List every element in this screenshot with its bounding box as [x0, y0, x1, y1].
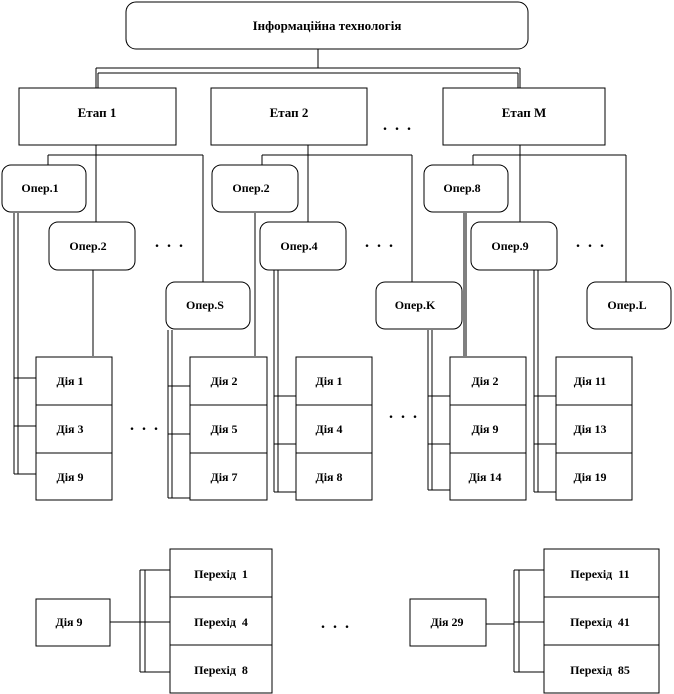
operation-label-1: Опер.1 — [21, 181, 58, 195]
action-label: Дія 1 — [315, 374, 342, 388]
transition-group-left: Перехід 1 Перехід 4 Перехід 8 — [169, 548, 273, 694]
operation-box-4 — [259, 221, 347, 271]
connectors — [13, 48, 627, 673]
detail-action-label-left: Дія 9 — [55, 615, 82, 629]
actions-ellipsis-2: . . . — [389, 405, 419, 422]
transition-label: Перехід 8 — [194, 663, 248, 677]
action-label: Дія 9 — [56, 470, 83, 484]
action-group-3: Дія 1 Дія 4 Дія 8 — [295, 356, 373, 501]
detail-action-box-left — [35, 598, 111, 647]
action-label: Дія 11 — [574, 374, 606, 388]
action-group-4: Дія 2 Дія 9 Дія 14 — [449, 356, 527, 501]
operations-ellipsis-2: . . . — [365, 234, 395, 251]
transition-label: Перехід 4 — [194, 615, 248, 629]
action-label: Дія 4 — [315, 422, 342, 436]
action-group-2: Дія 2 Дія 5 Дія 7 — [189, 356, 268, 501]
action-label: Дія 19 — [573, 470, 606, 484]
operation-label-s: Опер.S — [186, 298, 224, 312]
title-box — [125, 1, 529, 50]
operation-label-k: Опер.K — [395, 298, 436, 312]
action-label: Дія 5 — [210, 422, 237, 436]
operation-box-8 — [423, 164, 509, 213]
operation-label-9: Опер.9 — [491, 239, 528, 253]
operation-box-l — [586, 281, 672, 330]
action-label: Дія 14 — [468, 470, 501, 484]
action-label: Дія 13 — [573, 422, 606, 436]
transition-label: Перехід 1 — [194, 567, 248, 581]
stage-label-m: Етап М — [502, 105, 547, 120]
title-label: Інформаційна технологія — [253, 18, 402, 33]
stage-label-2: Етап 2 — [270, 105, 309, 120]
action-label: Дія 7 — [210, 470, 237, 484]
operation-label-2: Опер.2 — [69, 239, 106, 253]
action-label: Дія 8 — [315, 470, 342, 484]
operation-box-k — [375, 281, 463, 330]
stage-box-2 — [210, 87, 368, 146]
action-label: Дія 9 — [471, 422, 498, 436]
stages-ellipsis: . . . — [383, 117, 413, 134]
action-label: Дія 1 — [56, 374, 83, 388]
detail-action-box-right — [409, 598, 487, 647]
operation-label-l: Опер.L — [607, 298, 646, 312]
operation-box-2 — [48, 221, 136, 271]
detail-ellipsis: . . . — [321, 615, 351, 632]
operation-box-s — [165, 281, 251, 330]
stage-box-1 — [18, 87, 177, 146]
action-label: Дія 2 — [210, 374, 237, 388]
stage-box-m — [442, 87, 606, 146]
action-group-5: Дія 11 Дія 13 Дія 19 — [555, 356, 633, 501]
action-label: Дія 3 — [56, 422, 83, 436]
action-group-1: Дія 1 Дія 3 Дія 9 — [35, 356, 113, 501]
operation-box-9 — [470, 221, 558, 271]
operation-box-2b — [211, 164, 299, 213]
action-label: Дія 2 — [471, 374, 498, 388]
operation-label-2b: Опер.2 — [232, 181, 269, 195]
operation-label-4: Опер.4 — [280, 239, 317, 253]
detail-action-label-right: Дія 29 — [430, 615, 463, 629]
operations-ellipsis-3: . . . — [576, 234, 606, 251]
operation-label-8: Опер.8 — [443, 181, 480, 195]
transition-label: Перехід 85 — [570, 663, 630, 677]
operation-box-1 — [1, 164, 87, 213]
transition-label: Перехід 11 — [570, 567, 629, 581]
actions-ellipsis-1: . . . — [130, 417, 160, 434]
transition-group-right: Перехід 11 Перехід 41 Перехід 85 — [543, 548, 660, 694]
stage-label-1: Етап 1 — [78, 105, 117, 120]
transition-label: Перехід 41 — [570, 615, 630, 629]
operations-ellipsis-1: . . . — [155, 234, 185, 251]
